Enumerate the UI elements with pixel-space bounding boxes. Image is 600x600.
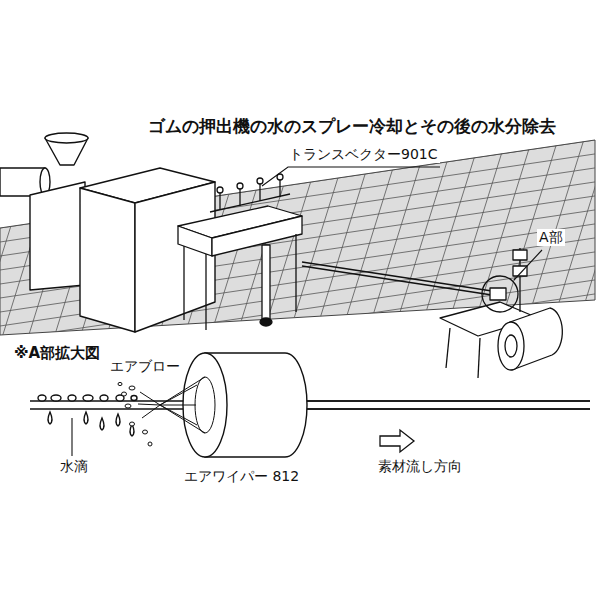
rod-edge	[30, 400, 590, 401]
grid-line	[0, 120, 18, 360]
trough-side	[212, 216, 302, 256]
leg	[183, 246, 184, 320]
air-blow-spray	[118, 382, 160, 446]
material-strand	[302, 262, 505, 297]
direction-label: 素材流し方向	[376, 458, 464, 475]
leader-lines	[72, 167, 542, 456]
device-label: エアワイパー 812	[182, 468, 301, 485]
detail-view	[30, 353, 590, 457]
leader-line	[514, 250, 542, 280]
box-side	[135, 182, 215, 332]
grid-line	[567, 120, 600, 360]
air-blow-label: エアブロー	[108, 358, 182, 375]
water-drops	[48, 412, 134, 436]
rod-edge	[307, 408, 590, 409]
leg	[446, 328, 450, 368]
nozzle	[513, 250, 527, 260]
detail-circle	[482, 276, 518, 312]
rod-edge	[30, 408, 590, 409]
blower-face	[498, 322, 524, 370]
spray-bar	[210, 194, 290, 212]
water-drop-label: 水滴	[58, 458, 90, 475]
cooling-trough	[178, 174, 302, 330]
wiper-cone	[160, 377, 215, 433]
leader-line	[262, 167, 440, 186]
blower-hub	[505, 335, 517, 357]
wiper-station	[440, 248, 562, 378]
leg	[205, 254, 206, 330]
extruder	[0, 133, 215, 332]
detail-heading: ※A部拡大図	[12, 344, 102, 362]
rod-edge	[307, 400, 590, 401]
flow-arrow	[380, 430, 414, 452]
device-label: トランスベクター901C	[287, 146, 440, 163]
pipe	[0, 168, 45, 196]
grid-line	[593, 120, 600, 360]
leader-line	[71, 418, 72, 456]
box-front	[80, 188, 135, 332]
base-block	[30, 182, 85, 290]
drain-pipe	[262, 245, 270, 320]
leg	[478, 338, 480, 378]
nozzle	[513, 266, 527, 276]
spray-nozzles	[217, 174, 283, 210]
trough-front	[178, 226, 212, 256]
leg	[295, 234, 296, 312]
title: ゴムの押出機の水のスプレー冷却とその後の水分除去	[110, 116, 594, 136]
air-wiper-small	[490, 288, 506, 300]
part-label: A部	[537, 229, 565, 246]
hopper-top	[45, 133, 88, 143]
drain	[260, 318, 272, 326]
